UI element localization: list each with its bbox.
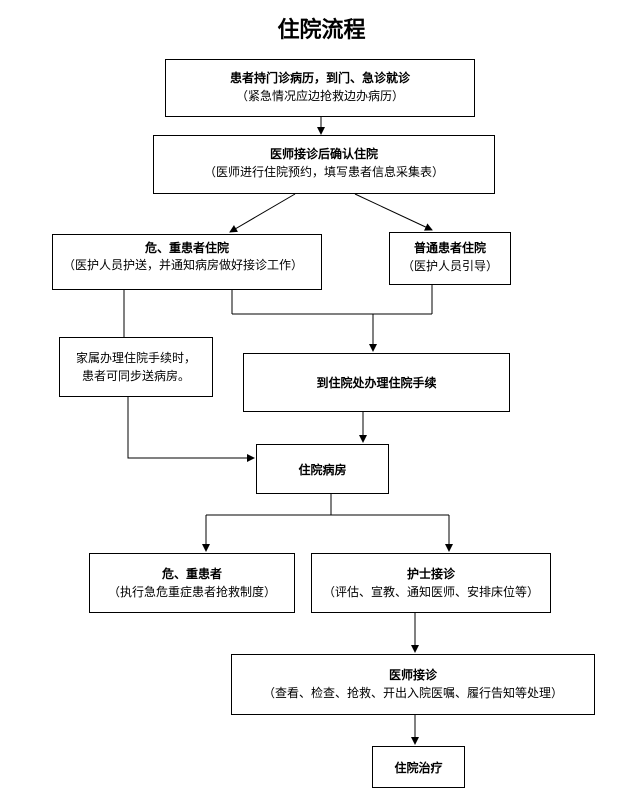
- step-ward-title: 住院病房: [298, 463, 347, 477]
- step-nurse-reception-title: 护士接诊: [406, 567, 455, 581]
- step-treatment: 住院治疗: [372, 746, 465, 788]
- step-critical-admission-note: （医护人员护送，并通知病房做好接诊工作）: [63, 258, 304, 272]
- step-confirm: 医师接诊后确认住院 （医师进行住院预约，填写患者信息采集表）: [153, 135, 495, 194]
- step-doctor-reception: 医师接诊 （查看、检查、抢救、开出入院医嘱、履行告知等处理）: [231, 654, 595, 715]
- arrow-confirm-to-critical: [229, 193, 296, 233]
- step-treatment-title: 住院治疗: [394, 761, 443, 775]
- step-nurse-reception-note: （评估、宣教、通知医师、安排床位等）: [322, 585, 539, 599]
- step-critical-patient-title: 危、重患者: [161, 567, 222, 581]
- step-admission-office-title: 到住院处办理住院手续: [316, 376, 437, 390]
- step-normal-admission-note: （医护人员引导）: [401, 259, 498, 273]
- step-critical-admission-title: 危、重患者住院: [144, 241, 229, 255]
- step-arrival-note: （紧急情况应边抢救边办病历）: [235, 89, 404, 103]
- step-ward: 住院病房: [256, 444, 389, 494]
- step-critical-patient-note: （执行急危重症患者抢救制度）: [107, 585, 276, 599]
- step-arrival-title: 患者持门诊病历，到门、急诊就诊: [229, 71, 410, 85]
- step-critical-patient: 危、重患者 （执行急危重症患者抢救制度）: [89, 553, 295, 613]
- arrow-family-to-ward: [127, 397, 255, 462]
- step-admission-office: 到住院处办理住院手续: [243, 353, 510, 412]
- step-arrival: 患者持门诊病历，到门、急诊就诊 （紧急情况应边抢救边办病历）: [165, 59, 475, 117]
- step-doctor-reception-note: （查看、检查、抢救、开出入院医嘱、履行告知等处理）: [262, 686, 563, 700]
- step-confirm-title: 医师接诊后确认住院: [269, 147, 378, 161]
- family-note: 家属办理住院手续时， 患者可同步送病房。: [59, 337, 213, 397]
- step-confirm-note: （医师进行住院预约，填写患者信息采集表）: [203, 165, 444, 179]
- step-doctor-reception-title: 医师接诊: [388, 668, 437, 682]
- step-nurse-reception: 护士接诊 （评估、宣教、通知医师、安排床位等）: [311, 553, 551, 613]
- arrow-confirm-to-normal: [354, 193, 433, 231]
- family-note-line1: 家属办理住院手续时，: [75, 351, 196, 365]
- step-critical-admission: 危、重患者住院 （医护人员护送，并通知病房做好接诊工作）: [52, 234, 322, 290]
- page-title: 住院流程: [277, 18, 366, 43]
- family-note-line2: 患者可同步送病房。: [81, 369, 190, 383]
- step-normal-admission: 普通患者住院 （医护人员引导）: [389, 232, 511, 285]
- step-normal-admission-title: 普通患者住院: [413, 241, 486, 255]
